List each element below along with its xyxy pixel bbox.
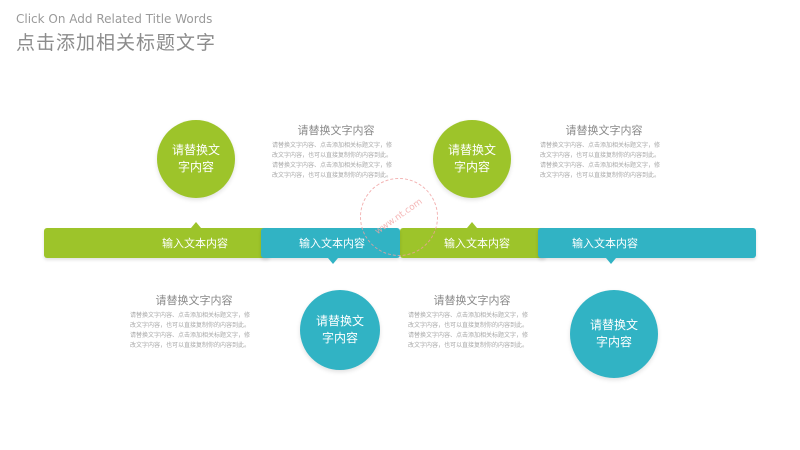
text-block-4-title: 请替换文字内容: [433, 294, 511, 307]
text-block-3-line: 改文字内容，也可以直接复制你的内容到此。: [130, 322, 251, 329]
text-block-3-line: 请替换文字内容、点击添加相关标题文字，修: [130, 312, 251, 319]
text-block-4-line: 请替换文字内容、点击添加相关标题文字，修: [408, 332, 529, 339]
bar-4-pointer-icon: [606, 258, 616, 264]
text-block-4-line: 改文字内容，也可以直接复制你的内容到此。: [408, 342, 529, 349]
circle-3: 请替换文 字内容: [433, 120, 511, 198]
text-block-3: 请替换文字内容 请替换文字内容、点击添加相关标题文字，修 改文字内容，也可以直接…: [130, 292, 258, 351]
circle-4-line2: 字内容: [595, 335, 632, 349]
text-block-3-title: 请替换文字内容: [155, 294, 233, 307]
text-block-2-line: 请替换文字内容、点击添加相关标题文字，修: [540, 162, 661, 169]
circle-2: 请替换文 字内容: [300, 290, 380, 370]
text-block-1-title: 请替换文字内容: [297, 124, 375, 137]
circle-1-line1: 请替换文: [171, 143, 220, 157]
text-block-2-title: 请替换文字内容: [565, 124, 643, 137]
circle-2-line2: 字内容: [321, 331, 358, 345]
bar-3: 输入文本内容: [400, 222, 546, 258]
text-block-1: 请替换文字内容 请替换文字内容、点击添加相关标题文字，修 改文字内容，也可以直接…: [272, 122, 400, 181]
chinese-title: 点击添加相关标题文字: [16, 32, 217, 54]
text-block-4-line: 请替换文字内容、点击添加相关标题文字，修: [408, 312, 529, 319]
circle-3-line1: 请替换文: [447, 143, 496, 157]
circle-1: 请替换文 字内容: [157, 120, 235, 198]
circle-4: 请替换文 字内容: [570, 290, 658, 378]
bar-1: 输入文本内容: [44, 222, 270, 258]
text-block-2-line: 请替换文字内容、点击添加相关标题文字，修: [540, 142, 661, 149]
english-title: Click On Add Related Title Words: [16, 12, 213, 26]
bar-3-pointer-icon: [467, 222, 477, 228]
bar-2: 输入文本内容: [261, 228, 400, 264]
text-block-1-line: 请替换文字内容、点击添加相关标题文字，修: [272, 142, 393, 149]
circle-2-line1: 请替换文: [315, 314, 364, 328]
text-block-1-line: 改文字内容，也可以直接复制你的内容到此。: [272, 172, 393, 179]
watermark-text: www.nt.com: [373, 197, 425, 237]
circle-1-line2: 字内容: [177, 160, 214, 174]
text-block-1-line: 改文字内容，也可以直接复制你的内容到此。: [272, 152, 393, 159]
bar-4: 输入文本内容: [538, 228, 756, 264]
text-block-2: 请替换文字内容 请替换文字内容、点击添加相关标题文字，修 改文字内容，也可以直接…: [540, 122, 668, 181]
bar-1-label: 输入文本内容: [162, 237, 228, 250]
bar-1-pointer-icon: [191, 222, 201, 228]
bar-2-label: 输入文本内容: [299, 237, 365, 250]
bar-4-label: 输入文本内容: [572, 237, 638, 250]
text-block-3-line: 请替换文字内容、点击添加相关标题文字，修: [130, 332, 251, 339]
circle-4-line1: 请替换文: [589, 318, 638, 332]
text-block-3-line: 改文字内容，也可以直接复制你的内容到此。: [130, 342, 251, 349]
circle-3-line2: 字内容: [453, 160, 490, 174]
text-block-1-line: 请替换文字内容、点击添加相关标题文字，修: [272, 162, 393, 169]
bar-3-label: 输入文本内容: [444, 237, 510, 250]
text-block-4-line: 改文字内容，也可以直接复制你的内容到此。: [408, 322, 529, 329]
text-block-2-line: 改文字内容，也可以直接复制你的内容到此。: [540, 152, 661, 159]
text-block-4: 请替换文字内容 请替换文字内容、点击添加相关标题文字，修 改文字内容，也可以直接…: [408, 292, 536, 351]
text-block-2-line: 改文字内容，也可以直接复制你的内容到此。: [540, 172, 661, 179]
bar-2-pointer-icon: [328, 258, 338, 264]
